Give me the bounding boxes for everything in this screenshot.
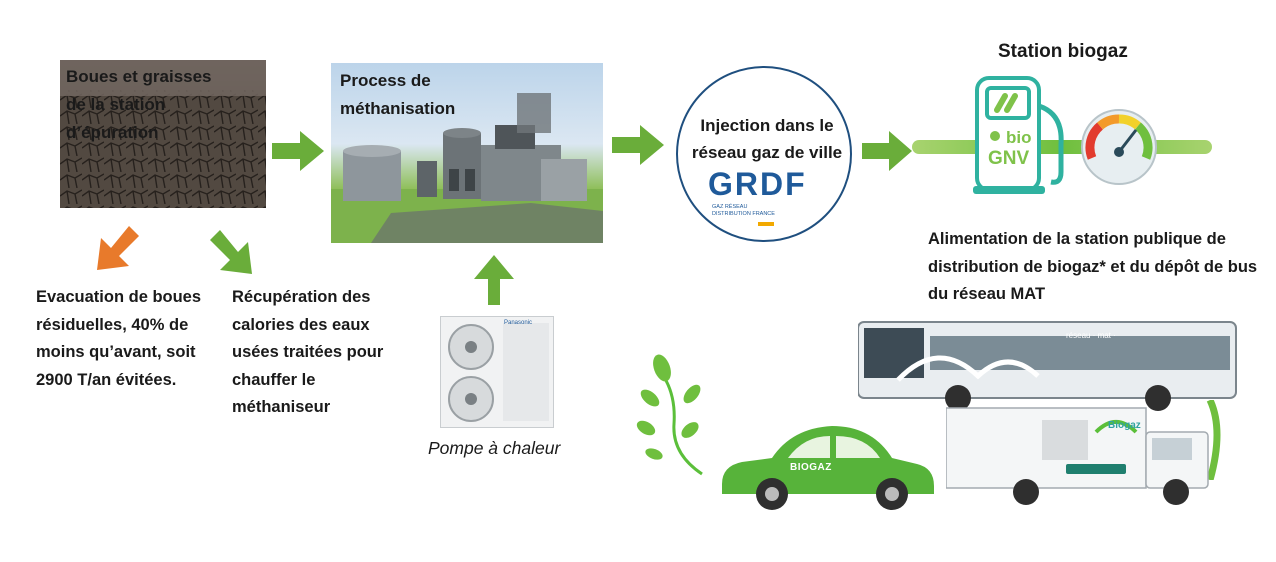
- sludge-photo: [60, 60, 266, 208]
- grdf-logo-subtitle: GAZ RÉSEAU DISTRIBUTION FRANCE: [712, 204, 775, 217]
- gauge-icon: [1080, 108, 1158, 191]
- arrow-green-down-right: [210, 230, 260, 278]
- pump-text-gnv: GNV: [988, 148, 1030, 169]
- methanisation-photo: [331, 63, 603, 243]
- arrow-right-1: [272, 131, 324, 171]
- plant-sprout-icon: [632, 354, 742, 489]
- truck-label: Biogaz: [1108, 420, 1141, 431]
- biogaz-pipe-curve: [1180, 398, 1240, 485]
- fuel-pump-icon: [973, 74, 1083, 201]
- recuperation-note: Récupération des calories des eaux usées…: [232, 288, 384, 416]
- car-label: BIOGAZ: [790, 462, 832, 473]
- sludge-label: Boues et graisses de la station d’épurat…: [66, 67, 212, 142]
- bus-label: réseau · mat ·: [1066, 331, 1116, 340]
- heat-pump-brand: Panasonic: [504, 320, 533, 326]
- heat-pump-unit: [440, 316, 554, 428]
- bus-illustration: [857, 318, 1240, 419]
- arrow-right-2: [612, 125, 664, 165]
- cracked-mud-texture: [60, 60, 266, 208]
- grdf-logo: GRDF: [708, 166, 807, 202]
- alimentation-note: Alimentation de la station publique de d…: [928, 230, 1258, 303]
- heat-pump-caption: Pompe à chaleur: [428, 438, 561, 458]
- grdf-injection-circle: [676, 66, 852, 242]
- evacuation-note: Evacuation de boues résiduelles, 40% de …: [36, 288, 202, 389]
- arrow-right-3: [862, 131, 912, 171]
- methanisation-label: Process de méthanisation: [340, 71, 456, 118]
- arrow-up: [474, 255, 514, 305]
- injection-label: Injection dans le réseau gaz de ville: [691, 116, 843, 162]
- station-title: Station biogaz: [998, 41, 1128, 62]
- methanisation-plant-illustration: [331, 93, 603, 243]
- arrow-orange-down-left: [91, 226, 141, 274]
- grdf-logo-bar: [758, 222, 774, 226]
- pump-text-bio: bio: [1006, 128, 1032, 147]
- biogaz-car: [712, 414, 942, 519]
- truck-illustration: [945, 402, 1216, 517]
